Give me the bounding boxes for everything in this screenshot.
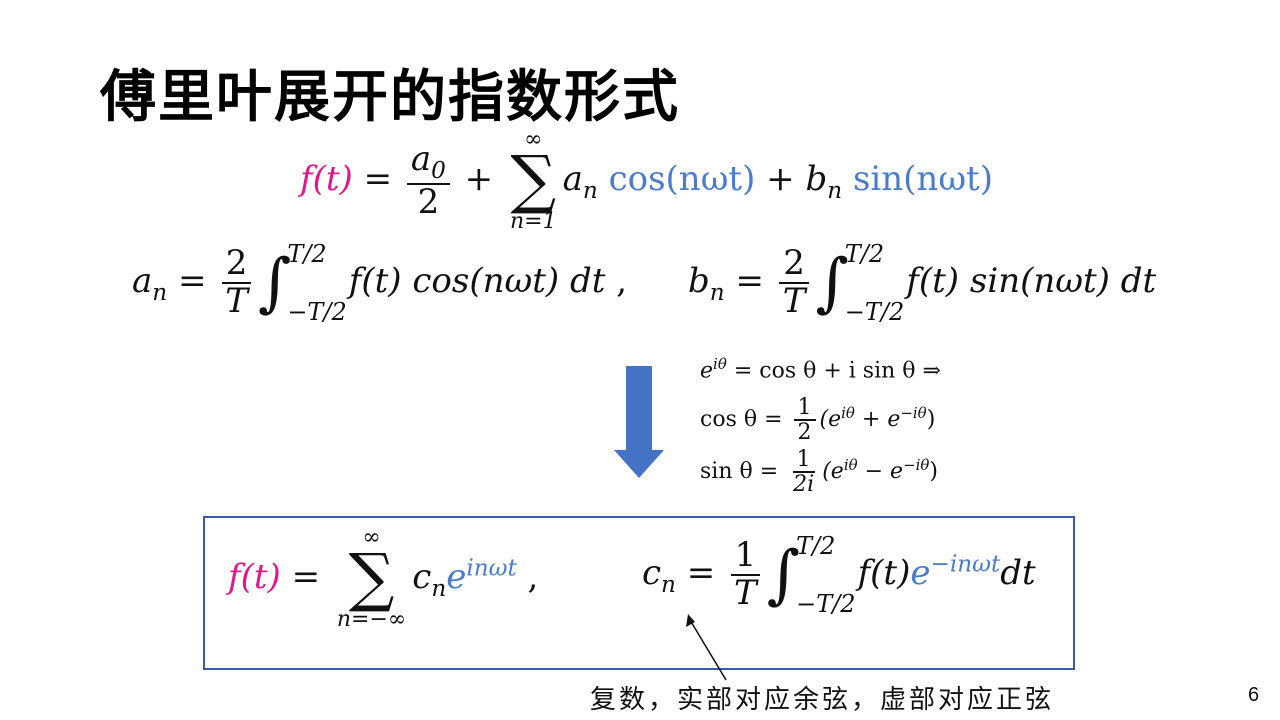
eq2-frac-den: T bbox=[225, 281, 248, 321]
eq4-e-sup: inωt bbox=[466, 555, 517, 582]
eq3-lhs-sub: n bbox=[709, 279, 725, 306]
eq5-lhs-sub: n bbox=[661, 571, 676, 598]
eq5-frac-den: T bbox=[734, 573, 757, 613]
eq5-e: e bbox=[910, 553, 931, 593]
eq3-integral: ∫T/2 −T/2 bbox=[815, 240, 904, 326]
eq1-sin-term: sin(nωt) bbox=[852, 158, 993, 199]
eq1-frac-den: 2 bbox=[417, 181, 440, 222]
eq2-lhs: a bbox=[132, 261, 153, 301]
eq1-summation: ∞∑n=1 bbox=[509, 127, 557, 234]
eq1-b: b bbox=[805, 158, 828, 199]
eq3-lhs: b bbox=[688, 261, 710, 301]
eq4-c: c bbox=[412, 556, 432, 597]
eq2-frac-num: 2 bbox=[221, 246, 252, 284]
eq5-frac-num: 1 bbox=[730, 538, 761, 576]
eq5-e-sup: −inωt bbox=[930, 551, 1001, 578]
eq2-integrand: f(t) cos(nωt) dt bbox=[348, 261, 606, 301]
eq3-integrand: f(t) sin(nωt) dt bbox=[906, 261, 1157, 301]
eq1-sum-top: ∞ bbox=[524, 127, 543, 152]
fourier-series-exponential-equation: f(t) = ∞∑n=−∞cneinωt , bbox=[228, 525, 539, 632]
eq1-a: a bbox=[562, 158, 583, 199]
eq1-frac-num: a bbox=[410, 138, 432, 179]
eq3-frac-den: T bbox=[782, 281, 806, 321]
page-number: 6 bbox=[1248, 684, 1260, 706]
eq1-frac-num-sub: 0 bbox=[431, 157, 446, 184]
eq2-int-top: T/2 bbox=[287, 240, 327, 268]
eq4-c-sub: n bbox=[431, 575, 447, 602]
eq1-plus2: + bbox=[755, 158, 806, 199]
euler-line-1: eiθ = cos θ + i sin θ ⇒ bbox=[700, 355, 941, 384]
eq3-frac-num: 2 bbox=[779, 246, 809, 284]
eq5-int-top: T/2 bbox=[796, 532, 836, 560]
eq2-int-bottom: −T/2 bbox=[287, 298, 347, 326]
slide-title: 傅里叶展开的指数形式 bbox=[100, 65, 680, 130]
eq1-b-sub: n bbox=[827, 177, 843, 204]
eq4-lhs: f(t) bbox=[228, 556, 281, 597]
eq3-int-top: T/2 bbox=[844, 240, 885, 268]
annotation-note: 复数，实部对应余弦，虚部对应正弦 bbox=[590, 685, 1055, 715]
eq1-plus: + bbox=[453, 158, 504, 199]
down-arrow-icon bbox=[614, 366, 664, 478]
eq1-cos-term: cos(nωt) bbox=[608, 158, 756, 199]
eq5-integral: ∫T/2 −T/2 bbox=[767, 532, 856, 618]
eq3-equals: = bbox=[724, 261, 775, 301]
integral-symbol: ∫ bbox=[766, 538, 801, 612]
eq2-comma: , bbox=[605, 261, 628, 301]
eq4-equals: = bbox=[280, 556, 331, 597]
integral-symbol: ∫ bbox=[257, 246, 292, 320]
exponential-form-box bbox=[203, 516, 1075, 670]
eq1-sum-bottom: n=1 bbox=[509, 208, 557, 234]
eq5-int-bottom: −T/2 bbox=[796, 590, 856, 618]
eq1-a-sub: n bbox=[582, 177, 598, 204]
eq4-e: e bbox=[446, 556, 467, 597]
eq1-lhs: f(t) bbox=[300, 158, 353, 199]
eq1-equals: = bbox=[352, 158, 403, 199]
eq4-sum-top: ∞ bbox=[362, 525, 381, 550]
eq4-comma: , bbox=[516, 556, 539, 597]
eq5-lhs: c bbox=[642, 553, 662, 593]
eq2-integral: ∫T/2 −T/2 bbox=[258, 240, 347, 326]
eq5-equals: = bbox=[675, 553, 727, 593]
sigma-symbol: ∑ bbox=[348, 541, 395, 616]
sigma-symbol: ∑ bbox=[510, 143, 557, 218]
integral-symbol: ∫ bbox=[815, 246, 849, 320]
eq2-equals: = bbox=[167, 261, 218, 301]
eq5-dt: dt bbox=[1000, 553, 1036, 593]
eq4-sum-bottom: n=−∞ bbox=[336, 606, 407, 632]
eq5-integrand: f(t) bbox=[857, 553, 911, 593]
eq2-lhs-sub: n bbox=[152, 279, 168, 306]
eq3-int-bottom: −T/2 bbox=[844, 298, 905, 326]
eq4-summation: ∞∑n=−∞ bbox=[336, 525, 407, 632]
